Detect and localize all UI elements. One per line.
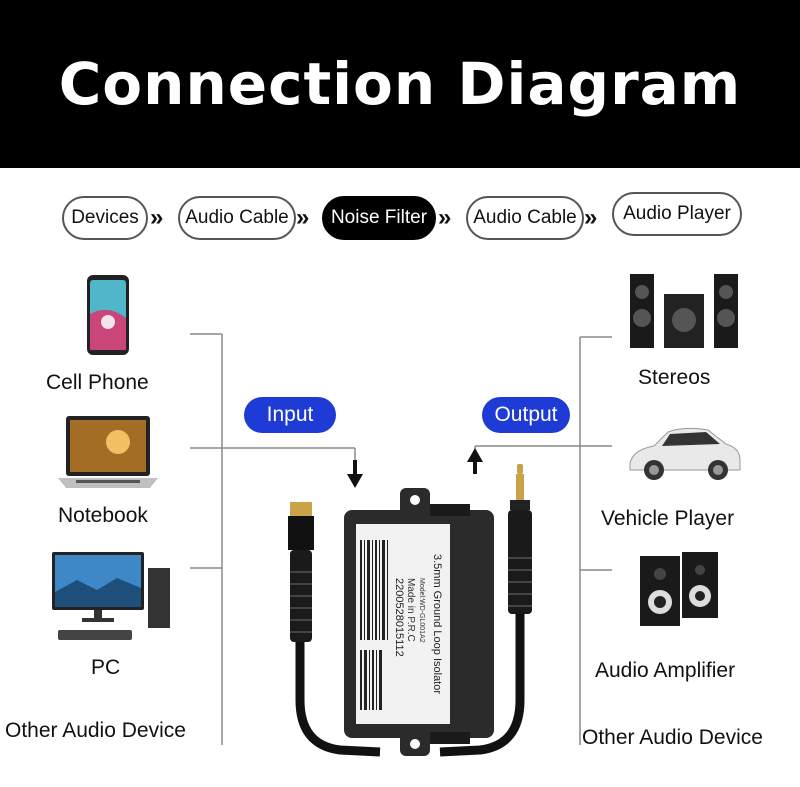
- device-label-other-input: Other Audio Device: [5, 719, 186, 742]
- flow-step-audio-cable-2: Audio Cable: [466, 196, 584, 240]
- output-tag: Output: [482, 397, 570, 433]
- device-label-other-output: Other Audio Device: [582, 726, 763, 749]
- header-banner: Connection Diagram: [0, 0, 800, 168]
- arrow-up-icon: [467, 448, 483, 462]
- isolator-origin: Made in P.R.C: [405, 578, 416, 642]
- isolator-model: Model:WD-GL001A2: [418, 578, 425, 643]
- cell-phone-icon: [87, 275, 129, 355]
- notebook-icon: [58, 416, 158, 488]
- stereos-icon: [630, 274, 738, 348]
- device-label-cell-phone: Cell Phone: [46, 371, 149, 394]
- arrow-down-icon: [347, 474, 363, 488]
- pc-icon: [52, 552, 170, 640]
- input-tag: Input: [244, 397, 336, 433]
- isolator-serial: 2200528015112: [393, 578, 405, 657]
- device-label-audio-amplifier: Audio Amplifier: [595, 659, 736, 682]
- device-label-vehicle-player: Vehicle Player: [601, 507, 735, 530]
- device-label-stereos: Stereos: [638, 366, 711, 389]
- flow-step-audio-player: Audio Player: [612, 192, 742, 236]
- device-label-notebook: Notebook: [58, 504, 148, 527]
- device-label-pc: PC: [91, 656, 121, 679]
- ground-loop-isolator: 2200528015112 Made in P.R.C Model:WD-GL0…: [288, 464, 532, 757]
- flow-step-devices: Devices: [62, 196, 148, 240]
- flow-bar: Devices » Audio Cable » Noise Filter » A…: [0, 192, 800, 246]
- isolator-name: 3.5mm Ground Loop Isolator: [431, 554, 443, 694]
- flow-step-audio-cable-1: Audio Cable: [178, 196, 296, 240]
- speakers-icon: [640, 552, 718, 626]
- page-title: Connection Diagram: [58, 50, 742, 118]
- flow-step-noise-filter: Noise Filter: [322, 196, 436, 240]
- car-icon: [629, 427, 741, 480]
